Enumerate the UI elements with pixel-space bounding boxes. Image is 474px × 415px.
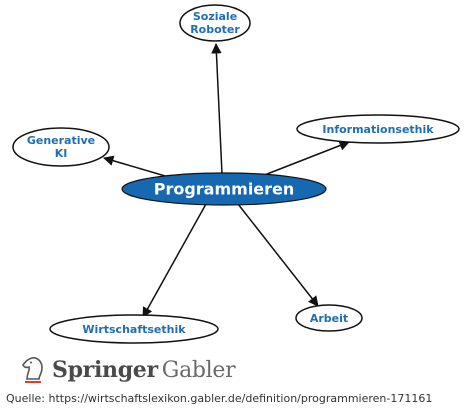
edge-to-generative-ki xyxy=(102,155,173,179)
node-wirtschaftsethik: Wirtschaftsethik xyxy=(49,314,219,344)
node-generative-ki: Generative KI xyxy=(12,127,110,167)
center-label: Programmieren xyxy=(154,180,295,199)
source-line: Quelle: https://wirtschaftslexikon.gable… xyxy=(6,392,471,405)
node-label-line: Soziale xyxy=(193,10,237,23)
publisher-name-light: Gabler xyxy=(161,358,236,383)
node-soziale-roboter: Soziale Roboter xyxy=(179,4,251,42)
node-informationsethik: Informationsethik xyxy=(296,114,460,144)
node-label-line: Generative xyxy=(27,134,95,147)
node-label-line: Arbeit xyxy=(310,312,348,325)
publisher-name-bold: Springer xyxy=(52,357,158,383)
chess-knight-logo-icon xyxy=(22,357,43,383)
node-label-line: Wirtschaftsethik xyxy=(82,323,186,336)
node-label-line: Roboter xyxy=(190,23,240,36)
node-center: Programmieren xyxy=(121,172,327,206)
edge-to-arbeit xyxy=(237,203,319,307)
edge-to-soziale-roboter xyxy=(211,42,223,175)
edge-to-wirtschaftsethik xyxy=(142,203,207,318)
source-url: https://wirtschaftslexikon.gabler.de/def… xyxy=(48,392,433,405)
edge-to-informationsethik xyxy=(261,140,350,177)
node-label-line: Informationsethik xyxy=(322,123,434,136)
source-label: Quelle: xyxy=(6,392,45,405)
node-label-line: KI xyxy=(55,147,68,160)
node-arbeit: Arbeit xyxy=(295,304,363,332)
